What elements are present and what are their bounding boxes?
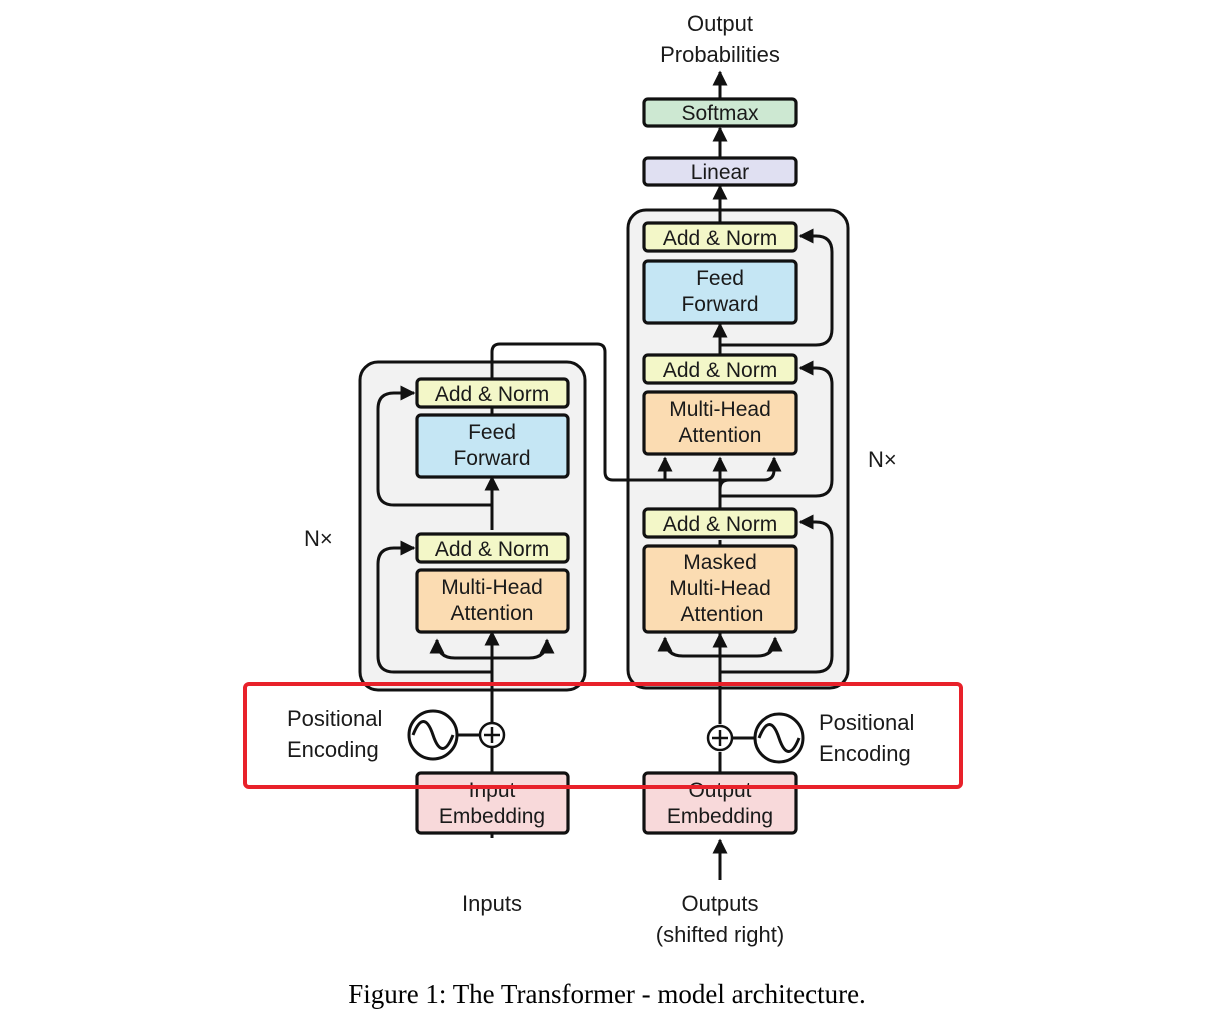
svg-text:Multi-Head: Multi-Head — [669, 398, 771, 421]
svg-text:Forward: Forward — [453, 447, 530, 470]
decoder-feed-forward: Feed Forward — [642, 259, 798, 325]
encoder-feed-forward: Feed Forward — [415, 413, 570, 479]
decoder-add-norm-top: Add & Norm — [642, 221, 798, 253]
svg-text:Attention: Attention — [681, 603, 764, 626]
svg-text:Attention: Attention — [679, 424, 762, 447]
svg-text:Softmax: Softmax — [681, 102, 759, 125]
outputs-label-line2: (shifted right) — [656, 922, 784, 947]
sine-wave-icon — [411, 720, 455, 750]
decoder-masked-attention: Masked Multi-Head Attention — [642, 544, 798, 634]
decoder-repeat-label: N× — [868, 447, 897, 472]
encoder-multi-head-attention: Multi-Head Attention — [415, 568, 570, 634]
svg-text:Add & Norm: Add & Norm — [663, 513, 777, 536]
svg-text:Encoding: Encoding — [819, 741, 911, 766]
inputs-label: Inputs — [462, 891, 522, 916]
encoder-add-norm-top: Add & Norm — [415, 377, 570, 409]
svg-text:Add & Norm: Add & Norm — [663, 227, 777, 250]
svg-text:Feed: Feed — [468, 421, 516, 444]
svg-text:Linear: Linear — [691, 161, 749, 184]
decoder-add-norm-bottom: Add & Norm — [642, 507, 798, 539]
output-probabilities-label: Output — [687, 11, 753, 36]
decoder-add-norm-middle: Add & Norm — [642, 353, 798, 385]
svg-text:Output: Output — [688, 779, 751, 802]
softmax-layer: Softmax — [642, 97, 798, 128]
svg-text:Input: Input — [469, 779, 516, 802]
encoder-repeat-label: N× — [304, 526, 333, 551]
svg-text:Add & Norm: Add & Norm — [435, 383, 549, 406]
svg-text:Positional: Positional — [819, 710, 914, 735]
svg-text:Add & Norm: Add & Norm — [663, 359, 777, 382]
sine-wave-icon — [757, 723, 801, 753]
svg-text:Multi-Head: Multi-Head — [441, 576, 543, 599]
figure-caption: Figure 1: The Transformer - model archit… — [348, 979, 866, 1009]
encoder-positional-encoding: Positional Encoding — [287, 706, 506, 762]
decoder-positional-encoding: Positional Encoding — [706, 710, 914, 766]
linear-layer: Linear — [642, 156, 798, 187]
outputs-label: Outputs — [681, 891, 758, 916]
input-embedding: Input Embedding — [415, 771, 570, 835]
svg-text:Forward: Forward — [681, 293, 758, 316]
output-probabilities-label-line2: Probabilities — [660, 42, 780, 67]
highlight-box — [243, 682, 963, 789]
svg-text:Embedding: Embedding — [439, 805, 545, 828]
svg-text:Positional: Positional — [287, 706, 382, 731]
svg-text:Multi-Head: Multi-Head — [669, 577, 771, 600]
decoder-cross-attention: Multi-Head Attention — [642, 390, 798, 456]
svg-text:Attention: Attention — [451, 602, 534, 625]
svg-text:Add & Norm: Add & Norm — [435, 538, 549, 561]
encoder-add-norm-bottom: Add & Norm — [415, 532, 570, 564]
svg-text:Embedding: Embedding — [667, 805, 773, 828]
output-embedding: Output Embedding — [642, 771, 798, 835]
encoder-stack — [358, 360, 587, 692]
svg-text:Feed: Feed — [696, 267, 744, 290]
svg-text:Masked: Masked — [683, 551, 757, 574]
svg-text:Encoding: Encoding — [287, 737, 379, 762]
